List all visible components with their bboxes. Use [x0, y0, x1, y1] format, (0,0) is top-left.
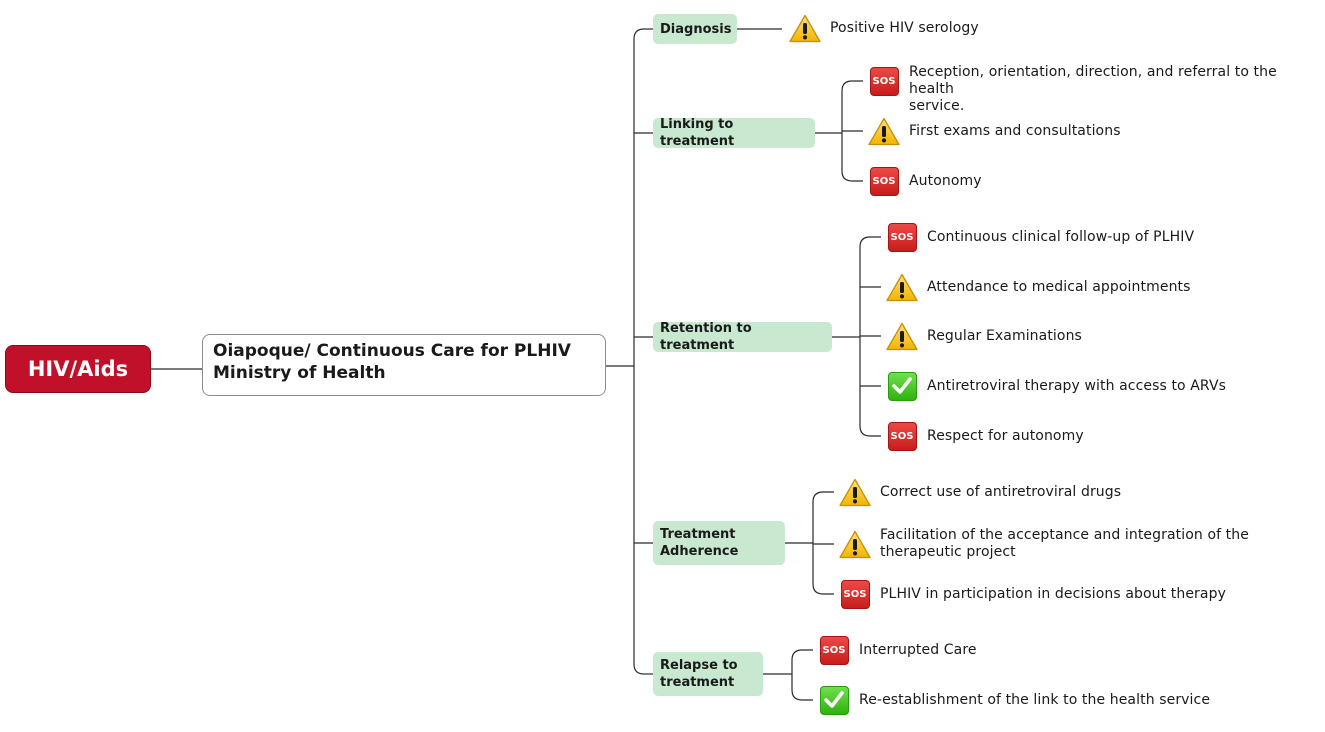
category-label: Treatment	[660, 527, 736, 542]
item-text-line: Antiretroviral therapy with access to AR…	[927, 377, 1227, 394]
item-node: SOS Respect for autonomy	[887, 421, 1084, 451]
item-text: Re-establishment of the link to the heal…	[859, 692, 1210, 709]
item-text: PLHIV in participation in decisions abou…	[880, 586, 1226, 603]
item-node: SOS Continuous clinical follow-up of PLHI…	[887, 222, 1194, 252]
item-text-line: Positive HIV serology	[830, 19, 979, 36]
icon-slot	[839, 529, 871, 559]
item-text: Correct use of antiretroviral drugs	[880, 484, 1121, 501]
item-text-line: Interrupted Care	[859, 641, 977, 658]
item-node: Re-establishment of the link to the heal…	[819, 685, 1210, 715]
item-text: First exams and consultations	[909, 123, 1121, 140]
icon-slot: SOS	[887, 421, 917, 451]
item-node: Regular Examinations	[886, 321, 1082, 351]
category-label: Diagnosis	[660, 21, 732, 37]
check-icon	[887, 371, 917, 401]
sos-icon: SOS	[869, 66, 899, 96]
icon-slot	[887, 371, 917, 401]
sos-icon: SOS	[840, 579, 870, 609]
sos-icon: SOS	[869, 166, 899, 196]
item-node: Correct use of antiretroviral drugs	[839, 477, 1121, 507]
icon-slot: SOS	[869, 66, 899, 96]
sos-icon: SOS	[819, 635, 849, 665]
category-label: Adherence	[660, 544, 739, 559]
icon-slot: SOS	[887, 222, 917, 252]
warning-icon	[789, 14, 821, 43]
item-text-line: Autonomy	[909, 172, 982, 189]
sos-icon: SOS	[887, 421, 917, 451]
item-node: Facilitation of the acceptance and integ…	[839, 527, 1249, 561]
icon-slot	[886, 321, 918, 351]
item-text: Reception, orientation, direction, and r…	[909, 64, 1325, 115]
item-text-line: Re-establishment of the link to the heal…	[859, 691, 1211, 708]
root-label: HIV/Aids	[27, 357, 129, 381]
category-label: Relapse to	[660, 658, 738, 673]
icon-slot: SOS	[819, 635, 849, 665]
main-spine-line	[633, 28, 645, 675]
item-text: Antiretroviral therapy with access to AR…	[927, 378, 1226, 395]
item-node: SOS Interrupted Care	[819, 635, 977, 665]
central-topic-title: Oiapoque/ Continuous Care for PLHIV	[213, 341, 571, 361]
central-topic-node: Oiapoque/ Continuous Care for PLHIV Mini…	[202, 334, 606, 396]
root-node: HIV/Aids	[5, 345, 151, 393]
sos-icon: SOS	[887, 222, 917, 252]
category-node: Relapse to treatment	[653, 652, 763, 696]
item-node: SOS PLHIV in participation in decisions a…	[840, 579, 1226, 609]
item-text-line: Reception, orientation, direction, and r…	[909, 64, 1277, 97]
item-text-line: First exams and consultations	[909, 122, 1121, 139]
item-text-line: Regular Examinations	[927, 327, 1082, 344]
item-text-line: Correct use of antiretroviral drugs	[880, 483, 1122, 500]
category-label: Linking to treatment	[660, 117, 735, 149]
item-text-line: service.	[909, 98, 965, 114]
item-node: Positive HIV serology	[789, 13, 979, 43]
item-text: Interrupted Care	[859, 642, 977, 659]
icon-slot	[886, 272, 918, 302]
icon-slot	[789, 13, 821, 43]
central-topic-subtitle: Ministry of Health	[213, 363, 386, 383]
icon-slot: SOS	[840, 579, 870, 609]
item-text-line: Respect for autonomy	[927, 427, 1084, 444]
item-text: Facilitation of the acceptance and integ…	[880, 527, 1249, 561]
item-text: Attendance to medical appointments	[927, 279, 1191, 296]
item-text: Positive HIV serology	[830, 20, 979, 37]
warning-icon	[886, 322, 918, 351]
item-text: Autonomy	[909, 173, 982, 190]
item-text-line: PLHIV in participation in decisions abou…	[880, 585, 1226, 602]
icon-slot	[868, 116, 900, 146]
item-text: Continuous clinical follow-up of PLHIV	[927, 229, 1194, 246]
item-node: SOS Reception, orientation, direction, an…	[869, 64, 1325, 115]
check-icon	[819, 685, 849, 715]
branch-line	[791, 649, 813, 701]
warning-icon	[839, 478, 871, 507]
category-node: Linking to treatment	[653, 117, 815, 149]
item-node: Antiretroviral therapy with access to AR…	[887, 371, 1226, 401]
icon-slot: SOS	[869, 166, 899, 196]
item-text: Regular Examinations	[927, 328, 1082, 345]
category-label: Retention to treatment	[660, 321, 752, 353]
icon-slot	[819, 685, 849, 715]
category-node: Retention to treatment	[653, 321, 832, 353]
category-label: treatment	[660, 675, 735, 690]
warning-icon	[886, 273, 918, 302]
item-text: Respect for autonomy	[927, 428, 1084, 445]
item-node: Attendance to medical appointments	[886, 272, 1191, 302]
category-node: Diagnosis	[653, 14, 737, 44]
warning-icon	[839, 530, 871, 559]
item-text-line: Attendance to medical appointments	[927, 278, 1191, 295]
icon-slot	[839, 477, 871, 507]
item-text-line: Facilitation of the acceptance and integ…	[880, 527, 1249, 543]
item-node: First exams and consultations	[868, 116, 1121, 146]
item-node: SOS Autonomy	[869, 166, 982, 196]
branch-line	[812, 491, 834, 595]
item-text-line: therapeutic project	[880, 544, 1016, 560]
warning-icon	[868, 117, 900, 146]
item-text-line: Continuous clinical follow-up of PLHIV	[927, 228, 1195, 245]
